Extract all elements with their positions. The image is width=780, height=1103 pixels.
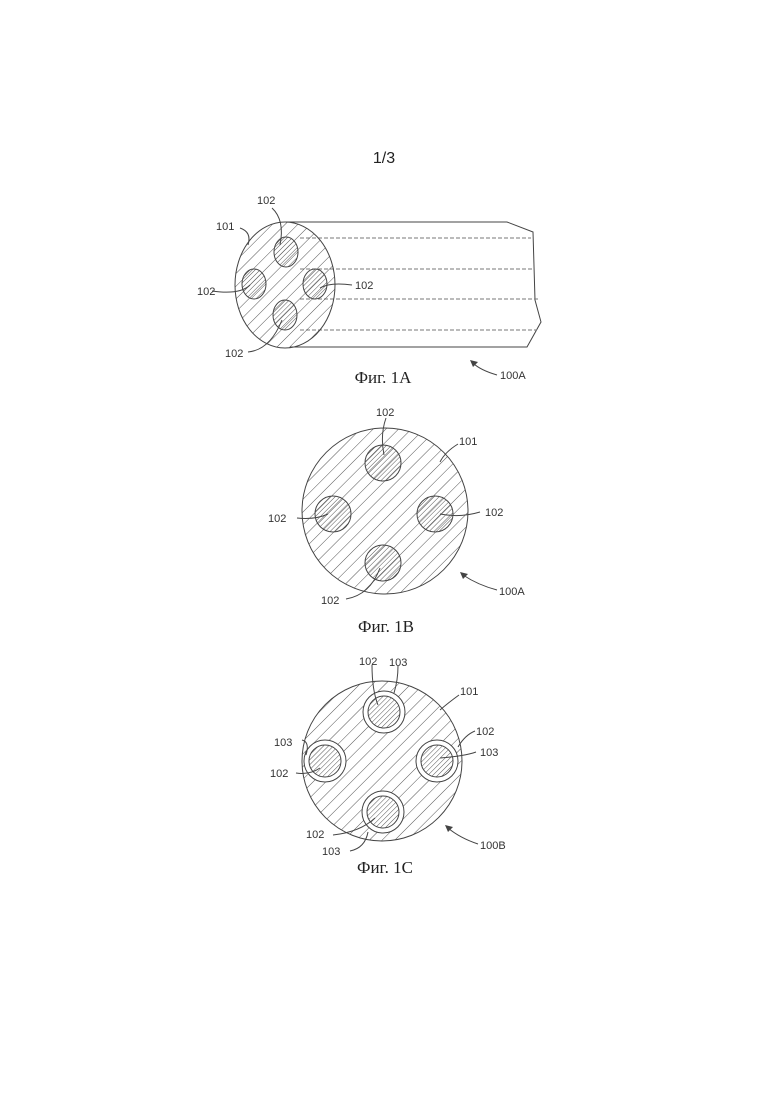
- label-core-right: 102: [355, 280, 373, 292]
- label-core-left: 102: [270, 768, 288, 780]
- figure-caption: Фиг. 1В: [358, 617, 414, 636]
- core: [365, 545, 401, 581]
- label-coating-top: 103: [389, 657, 407, 669]
- label-core-bottom: 102: [225, 348, 243, 360]
- coated-core: [362, 791, 404, 833]
- label-coating-left: 103: [274, 737, 292, 749]
- coated-core: [416, 740, 458, 782]
- page-number: 1/3: [373, 150, 395, 167]
- label-core-left: 102: [268, 513, 286, 525]
- label-ref: 100B: [480, 840, 506, 852]
- core: [417, 496, 453, 532]
- label-ref: 100A: [499, 586, 525, 598]
- label-core-bottom: 102: [321, 595, 339, 607]
- label-core-top: 102: [359, 656, 377, 668]
- figure-1b: 102 101 102 102 102 100A Фиг. 1В: [268, 407, 525, 636]
- core: [274, 237, 298, 267]
- coated-core: [363, 691, 405, 733]
- label-ref: 100A: [500, 370, 526, 382]
- label-coating-right: 103: [480, 747, 498, 759]
- label-core-right: 102: [476, 726, 494, 738]
- label-coating-bottom: 103: [322, 846, 340, 858]
- figure-caption: Фиг. 1А: [355, 368, 413, 387]
- core: [242, 269, 266, 299]
- core: [273, 300, 297, 330]
- label-core-left: 102: [197, 286, 215, 298]
- coated-core: [304, 740, 346, 782]
- figure-1c: 102 103 101 102 103 103 102 102 103 100B…: [270, 656, 506, 877]
- label-matrix: 101: [460, 686, 478, 698]
- label-core-right: 102: [485, 507, 503, 519]
- label-core-top: 102: [257, 195, 275, 207]
- label-matrix: 101: [459, 436, 477, 448]
- core: [303, 269, 327, 299]
- label-matrix: 101: [216, 221, 234, 233]
- label-core-bottom: 102: [306, 829, 324, 841]
- figure-1a: 102 101 102 102 102 100A Фиг. 1А: [197, 195, 541, 387]
- figure-caption: Фиг. 1С: [357, 858, 413, 877]
- core: [315, 496, 351, 532]
- label-core-top: 102: [376, 407, 394, 419]
